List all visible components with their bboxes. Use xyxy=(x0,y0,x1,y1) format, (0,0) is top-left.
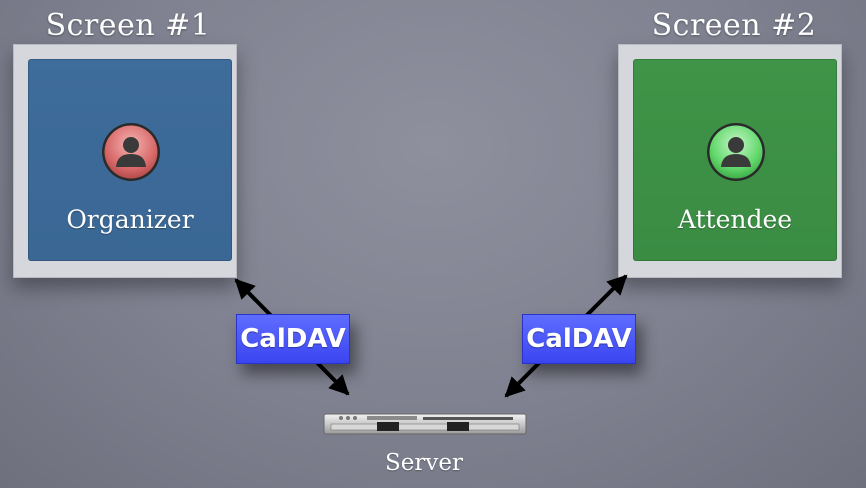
attendee-label: Attendee xyxy=(677,205,793,234)
screen-1-frame: Organizer xyxy=(13,44,237,278)
server-label: Server xyxy=(385,450,463,476)
screen-2-title: Screen #2 xyxy=(651,8,817,43)
organizer-panel: Organizer xyxy=(28,59,232,261)
organizer-label: Organizer xyxy=(66,205,194,234)
screen-2-frame: Attendee xyxy=(618,44,842,278)
rack-server-icon xyxy=(323,413,527,435)
caldav-badge-right: CalDAV xyxy=(522,314,636,364)
caldav-badge-left: CalDAV xyxy=(236,314,350,364)
attendee-panel: Attendee xyxy=(633,59,837,261)
organizer-avatar-icon xyxy=(102,123,160,181)
screen-1-title: Screen #1 xyxy=(45,8,211,43)
attendee-avatar-icon xyxy=(707,123,765,181)
